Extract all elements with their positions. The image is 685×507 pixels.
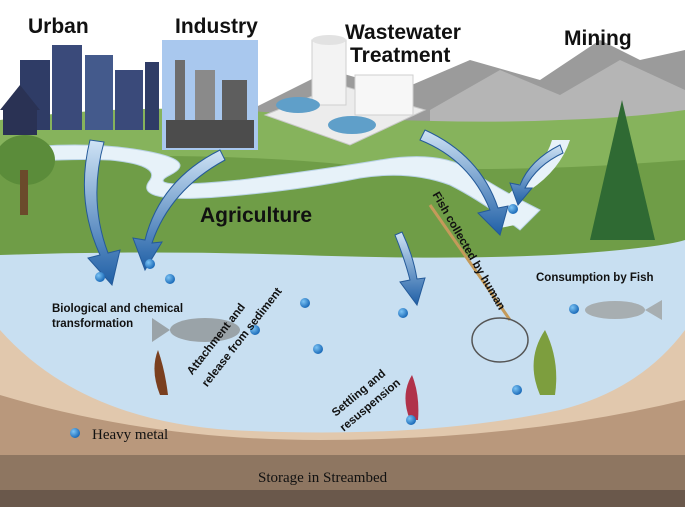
- industry-plant: [162, 40, 258, 150]
- label-urban: Urban: [28, 15, 89, 38]
- fish: [152, 300, 662, 342]
- label-consumption: Consumption by Fish: [536, 272, 654, 284]
- label-transformation-line2: transformation: [52, 318, 134, 330]
- stream-right: [499, 140, 570, 228]
- label-agriculture: Agriculture: [200, 204, 313, 227]
- label-wastewater-line2: Treatment: [350, 44, 451, 67]
- city-buildings: [0, 45, 159, 135]
- heavy-metal-particles: [70, 204, 579, 438]
- pollutant-arrows: [83, 129, 564, 307]
- net-pole: [428, 204, 512, 321]
- label-storage-streambed: Storage in Streambed: [258, 470, 388, 486]
- label-industry: Industry: [175, 15, 258, 38]
- label-wastewater-line1: Wastewater: [345, 21, 461, 44]
- aquatic-plants: [154, 330, 557, 420]
- label-transformation-line1: Biological and chemical: [52, 303, 184, 315]
- legend-heavy-metal: Heavy metal: [92, 427, 169, 443]
- fishing-net: [471, 317, 529, 363]
- river: [0, 144, 541, 231]
- label-mining: Mining: [564, 27, 632, 50]
- streambed-layer-3: [0, 490, 685, 507]
- trees: [0, 100, 655, 240]
- wastewater-plant: [263, 35, 427, 146]
- water-body: [0, 240, 685, 470]
